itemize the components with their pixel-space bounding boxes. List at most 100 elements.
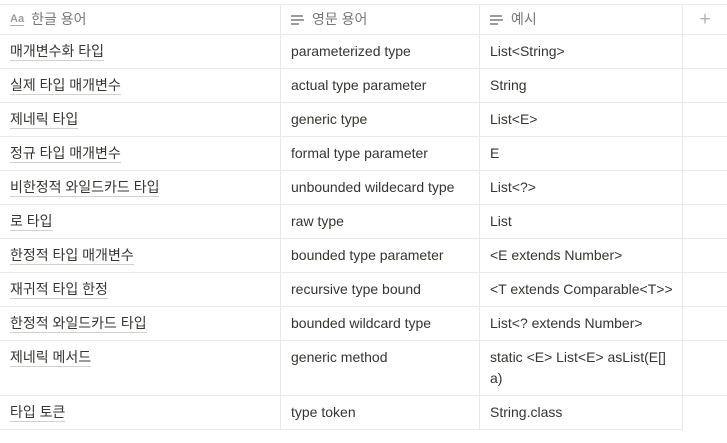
cell-english-term[interactable]: bounded type parameter [281,239,480,273]
add-column-button[interactable]: + [683,5,727,35]
english-term-text: type token [291,404,356,420]
cell-english-term[interactable]: bounded wildcard type [281,307,480,341]
table-row: 정규 타입 매개변수 formal type parameter E [0,137,727,171]
cell-english-term[interactable]: raw type [281,205,480,239]
cell-add-column-spacer [683,205,727,239]
cell-korean-term[interactable]: 실제 타입 매개변수 [0,69,281,103]
cell-add-column-spacer [683,69,727,103]
plus-icon: + [699,9,711,30]
korean-term-text: 제네릭 타입 [10,111,79,129]
cell-korean-term[interactable]: 정규 타입 매개변수 [0,137,281,171]
example-text: List<String> [490,43,565,59]
example-text: List<? extends Number> [490,315,643,331]
example-text: String [490,77,527,93]
english-term-text: bounded wildcard type [291,315,432,331]
cell-korean-term[interactable]: 제네릭 메서드 [0,341,281,396]
cell-korean-term[interactable]: 로 타입 [0,205,281,239]
example-text: List [490,213,512,229]
cell-korean-term[interactable]: 재귀적 타입 한정 [0,273,281,307]
cell-add-column-spacer [683,239,727,273]
cell-add-column-spacer [683,341,727,396]
cell-english-term[interactable]: type token [281,396,480,430]
table-row: 한정적 타입 매개변수 bounded type parameter <E ex… [0,239,727,273]
cell-english-term[interactable]: generic method [281,341,480,396]
cell-example[interactable]: <T extends Comparable<T>> [480,273,683,307]
cell-korean-term[interactable]: 한정적 타입 매개변수 [0,239,281,273]
cell-english-term[interactable]: recursive type bound [281,273,480,307]
cell-add-column-spacer [683,137,727,171]
cell-korean-term[interactable]: 제네릭 타입 [0,103,281,137]
english-term-text: unbounded wildecard type [291,179,455,195]
cell-example[interactable]: List [480,205,683,239]
text-icon [490,14,504,26]
cell-korean-term[interactable]: 매개변수화 타입 [0,35,281,69]
column-header-korean-term[interactable]: Aa 한글 용어 [0,5,281,35]
english-term-text: bounded type parameter [291,247,444,263]
cell-add-column-spacer [683,35,727,69]
title-icon: Aa [10,13,25,26]
cell-english-term[interactable]: unbounded wildecard type [281,171,480,205]
cell-korean-term[interactable]: 비한정적 와일드카드 타입 [0,171,281,205]
table-row: 실제 타입 매개변수 actual type parameter String [0,69,727,103]
korean-term-text: 타입 토큰 [10,404,66,422]
column-header-label: 영문 용어 [312,11,368,27]
korean-term-text: 재귀적 타입 한정 [10,281,108,299]
cell-example[interactable]: List<E> [480,103,683,137]
text-icon [291,14,305,26]
english-term-text: actual type parameter [291,77,427,93]
database-table: Aa 한글 용어 영문 용어 예시 [0,4,727,430]
korean-term-text: 한정적 와일드카드 타입 [10,315,147,333]
cell-add-column-spacer [683,273,727,307]
cell-add-column-spacer [683,396,727,430]
example-text: List<?> [490,179,536,195]
column-header-english-term[interactable]: 영문 용어 [281,5,480,35]
cell-example[interactable]: <E extends Number> [480,239,683,273]
english-term-text: parameterized type [291,43,411,59]
cell-add-column-spacer [683,171,727,205]
cell-korean-term[interactable]: 타입 토큰 [0,396,281,430]
korean-term-text: 실제 타입 매개변수 [10,77,121,95]
korean-term-text: 비한정적 와일드카드 타입 [10,179,160,197]
cell-example[interactable]: static <E> List<E> asList(E[] a) [480,341,683,396]
cell-english-term[interactable]: actual type parameter [281,69,480,103]
cell-example[interactable]: E [480,137,683,171]
korean-term-text: 한정적 타입 매개변수 [10,247,134,265]
table-row: 재귀적 타입 한정 recursive type bound <T extend… [0,273,727,307]
korean-term-text: 정규 타입 매개변수 [10,145,121,163]
table-row: 타입 토큰 type token String.class [0,396,727,430]
cell-add-column-spacer [683,103,727,137]
column-header-example[interactable]: 예시 [480,5,683,35]
cell-english-term[interactable]: generic type [281,103,480,137]
cell-example[interactable]: List<String> [480,35,683,69]
example-text: String.class [490,404,563,420]
english-term-text: raw type [291,213,344,229]
english-term-text: recursive type bound [291,281,421,297]
korean-term-text: 매개변수화 타입 [10,43,105,61]
english-term-text: generic method [291,349,388,365]
example-text: <E extends Number> [490,247,623,263]
example-text: static <E> List<E> asList(E[] a) [490,349,666,386]
column-header-label: 한글 용어 [31,11,87,27]
table-row: 한정적 와일드카드 타입 bounded wildcard type List<… [0,307,727,341]
korean-term-text: 로 타입 [10,213,53,231]
cell-korean-term[interactable]: 한정적 와일드카드 타입 [0,307,281,341]
table-row: 로 타입 raw type List [0,205,727,239]
cell-example[interactable]: List<?> [480,171,683,205]
cell-english-term[interactable]: formal type parameter [281,137,480,171]
table-header-row: Aa 한글 용어 영문 용어 예시 [0,5,727,35]
table-body: 매개변수화 타입 parameterized type List<String>… [0,35,727,430]
cell-example[interactable]: String [480,69,683,103]
example-text: List<E> [490,111,538,127]
cell-english-term[interactable]: parameterized type [281,35,480,69]
cell-example[interactable]: String.class [480,396,683,430]
table-row: 매개변수화 타입 parameterized type List<String> [0,35,727,69]
example-text: E [490,145,500,161]
table-row: 비한정적 와일드카드 타입 unbounded wildecard type L… [0,171,727,205]
table-row: 제네릭 메서드 generic method static <E> List<E… [0,341,727,396]
english-term-text: formal type parameter [291,145,428,161]
cell-example[interactable]: List<? extends Number> [480,307,683,341]
english-term-text: generic type [291,111,368,127]
column-header-label: 예시 [511,11,537,27]
cell-add-column-spacer [683,307,727,341]
example-text: <T extends Comparable<T>> [490,281,673,297]
